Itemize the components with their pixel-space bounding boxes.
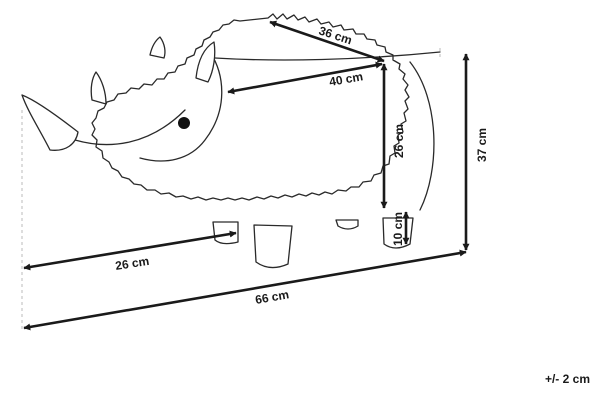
label-total-height: 37 cm xyxy=(475,128,489,162)
rhino-stool-illustration xyxy=(21,13,441,269)
rhino-ear xyxy=(195,41,216,83)
tolerance-note: +/- 2 cm xyxy=(544,372,590,386)
rear-seam xyxy=(409,61,435,211)
rhino-main-horn xyxy=(21,94,79,151)
rhino-eye xyxy=(178,117,190,129)
rear-left-leg xyxy=(335,219,359,230)
label-leg-height: 10 cm xyxy=(391,212,405,246)
guide-lines xyxy=(21,48,441,330)
rhino-fur-body xyxy=(91,13,410,201)
arrow-body-length xyxy=(227,61,383,95)
label-total-length: 66 cm xyxy=(254,287,290,307)
front-right-leg xyxy=(253,224,293,269)
rhino-back-horn xyxy=(149,36,166,59)
label-head-length: 26 cm xyxy=(114,254,150,273)
arrow-total-length xyxy=(23,249,467,331)
neck-seam xyxy=(74,109,186,146)
label-body-length: 40 cm xyxy=(328,69,364,89)
head-seam xyxy=(139,51,223,162)
dimension-arrows xyxy=(23,20,470,331)
arrow-top-depth xyxy=(269,20,385,63)
rhino-small-horn xyxy=(90,71,107,105)
label-body-height: 26 cm xyxy=(392,124,406,158)
